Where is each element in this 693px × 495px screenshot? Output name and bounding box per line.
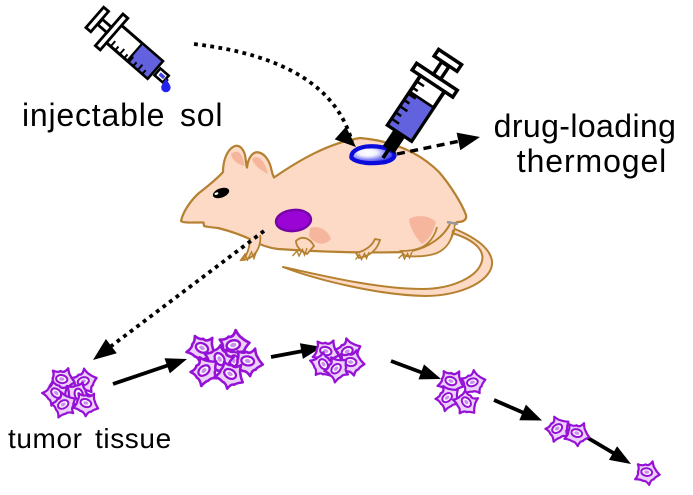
svg-text:thermogel: thermogel [517,143,667,179]
svg-text:tissue: tissue [95,423,172,454]
svg-text:drug-loading: drug-loading [494,108,677,144]
svg-text:tumor: tumor [8,423,83,454]
svg-text:sol: sol [180,97,223,133]
svg-text:injectable: injectable [22,97,165,133]
